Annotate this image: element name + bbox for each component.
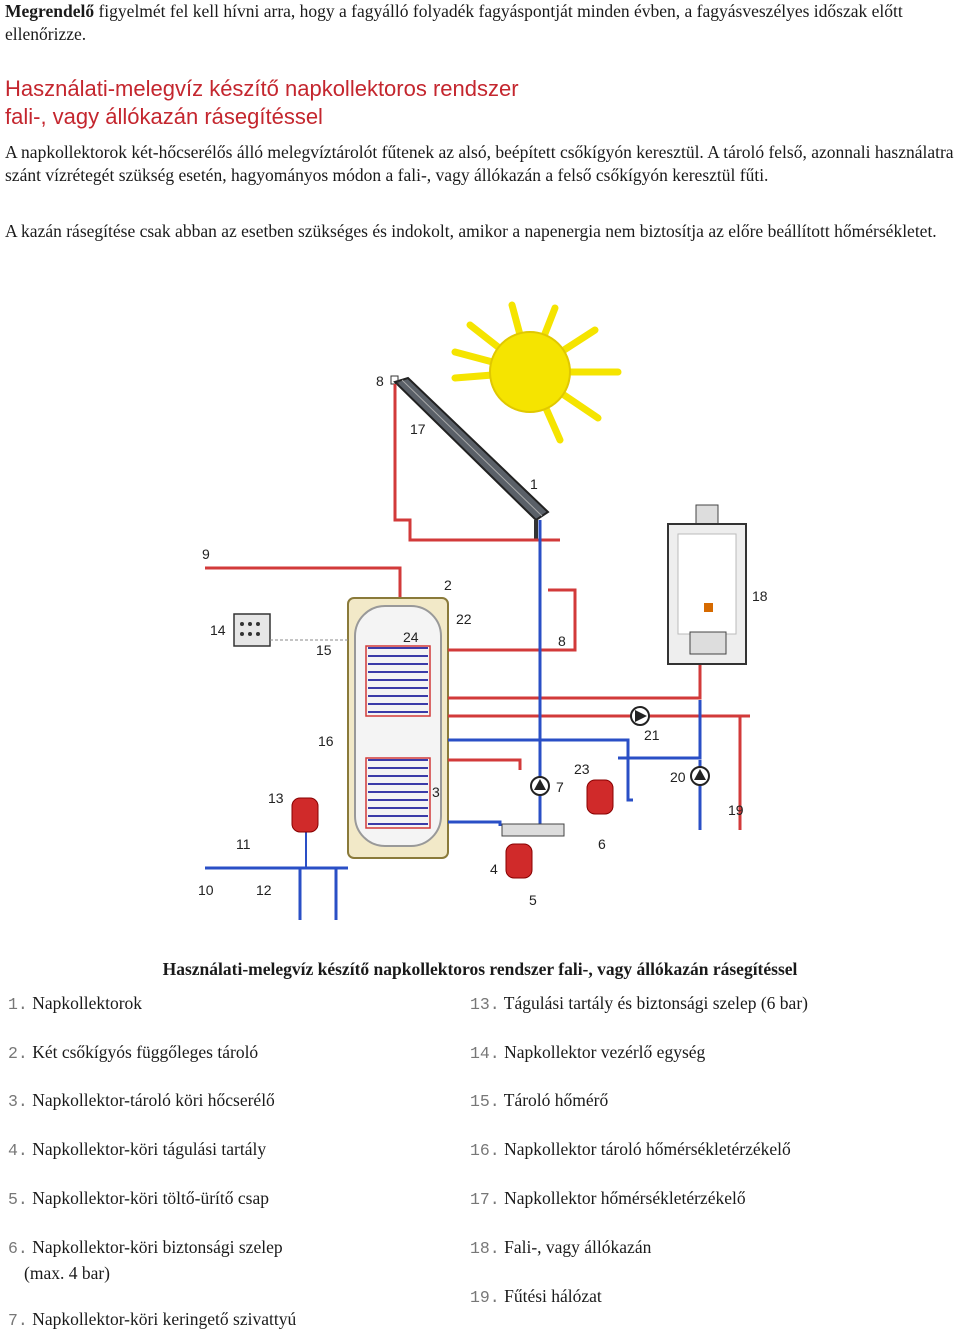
legend-text: Napkollektor-köri töltő-ürítő csap bbox=[27, 1188, 270, 1208]
legend-text-continued: (max. 4 bar) bbox=[24, 1263, 111, 1283]
label-5: 5 bbox=[529, 892, 537, 908]
storage-tank bbox=[347, 597, 449, 859]
intro-paragraph: Megrendelő figyelmét fel kell hívni arra… bbox=[5, 0, 957, 46]
description-paragraph-1: A napkollektorok két-hőcserélős álló mel… bbox=[5, 142, 954, 185]
label-10: 10 bbox=[198, 882, 214, 898]
expansion-vessel-23 bbox=[586, 779, 614, 815]
diagram-caption: Használati-melegvíz készítő napkollektor… bbox=[162, 959, 798, 979]
legend-item: 6. Napkollektor-köri biztonsági szelep (m… bbox=[8, 1235, 448, 1286]
boiler-icon bbox=[667, 504, 747, 665]
sun-icon bbox=[451, 301, 622, 444]
legend-number: 3. bbox=[8, 1092, 28, 1111]
legend-item: 18. Fali-, vagy állókazán bbox=[470, 1235, 950, 1261]
label-15: 15 bbox=[316, 642, 332, 658]
label-7: 7 bbox=[556, 779, 564, 795]
legend-text: Napkollektorok bbox=[27, 993, 143, 1013]
intro-bold: Megrendelő bbox=[5, 1, 95, 21]
legend-number: 16. bbox=[470, 1141, 500, 1160]
legend-number: 18. bbox=[470, 1239, 500, 1258]
label-3: 3 bbox=[432, 784, 440, 800]
system-diagram: 8 17 1 9 2 18 22 14 24 8 15 21 16 23 20 … bbox=[198, 301, 768, 920]
label-12: 12 bbox=[256, 882, 272, 898]
heading-line2: fali-, vagy állókazán rásegítéssel bbox=[5, 104, 323, 129]
legend-number: 6. bbox=[8, 1239, 28, 1258]
legend-item: 14. Napkollektor vezérlő egység bbox=[470, 1040, 950, 1066]
legend-item: 13. Tágulási tartály és biztonsági szele… bbox=[470, 991, 950, 1017]
label-8b: 8 bbox=[558, 633, 566, 649]
label-14: 14 bbox=[210, 622, 226, 638]
legend-number: 1. bbox=[8, 995, 28, 1014]
legend-item: 5. Napkollektor-köri töltő-ürítő csap bbox=[8, 1186, 448, 1212]
label-17: 17 bbox=[410, 421, 426, 437]
label-18: 18 bbox=[752, 588, 768, 604]
label-19: 19 bbox=[728, 802, 744, 818]
legend-number: 19. bbox=[470, 1288, 500, 1307]
expansion-vessel-13 bbox=[291, 797, 319, 833]
legend-text: Tágulási tartály és biztonsági szelep (6… bbox=[499, 993, 808, 1013]
legend-number: 2. bbox=[8, 1044, 28, 1063]
legend-number: 17. bbox=[470, 1190, 500, 1209]
legend-number: 5. bbox=[8, 1190, 28, 1209]
legend-item: 17. Napkollektor hőmérsékletérzékelő bbox=[470, 1186, 950, 1212]
legend-item: 3. Napkollektor-tároló köri hőcserélő bbox=[8, 1088, 448, 1114]
legend-number: 15. bbox=[470, 1092, 500, 1111]
label-23: 23 bbox=[574, 761, 590, 777]
legend-item: 15. Tároló hőmérő bbox=[470, 1088, 950, 1114]
pump-icon bbox=[530, 776, 550, 796]
controller-icon bbox=[233, 613, 271, 647]
label-20: 20 bbox=[670, 769, 686, 785]
section-heading: Használati-melegvíz készítő napkollektor… bbox=[5, 75, 905, 131]
legend-number: 13. bbox=[470, 995, 500, 1014]
legend-text: Napkollektor vezérlő egység bbox=[499, 1042, 706, 1062]
legend-item: 19. Fűtési hálózat bbox=[470, 1284, 950, 1310]
heading-line1: Használati-melegvíz készítő napkollektor… bbox=[5, 76, 519, 101]
label-13: 13 bbox=[268, 790, 284, 806]
legend-item: 7. Napkollektor-köri keringető szivattyú bbox=[8, 1307, 448, 1333]
legend-item: 4. Napkollektor-köri tágulási tartály bbox=[8, 1137, 448, 1163]
legend-text: Napkollektor-köri keringető szivattyú bbox=[27, 1309, 297, 1329]
label-24: 24 bbox=[403, 629, 419, 645]
solar-collector bbox=[393, 376, 550, 540]
legend-item: 2. Két csőkígyós függőleges tároló bbox=[8, 1040, 448, 1066]
pump-icon bbox=[630, 706, 650, 726]
expansion-vessel-4 bbox=[505, 843, 533, 879]
legend-text: Napkollektor hőmérsékletérzékelő bbox=[499, 1188, 746, 1208]
legend-text: Napkollektor-köri tágulási tartály bbox=[27, 1139, 267, 1159]
description-paragraph-2: A kazán rásegítése csak abban az esetben… bbox=[5, 221, 937, 241]
label-6: 6 bbox=[598, 836, 606, 852]
label-21: 21 bbox=[644, 727, 660, 743]
legend-text: Két csőkígyós függőleges tároló bbox=[27, 1042, 259, 1062]
legend-number: 4. bbox=[8, 1141, 28, 1160]
legend-item: 16. Napkollektor tároló hőmérsékletérzék… bbox=[470, 1137, 950, 1163]
legend-text: Fűtési hálózat bbox=[499, 1286, 602, 1306]
label-2: 2 bbox=[444, 577, 452, 593]
label-11: 11 bbox=[236, 836, 251, 852]
legend-item: 1. Napkollektorok bbox=[8, 991, 448, 1017]
legend-text: Fali-, vagy állókazán bbox=[499, 1237, 652, 1257]
legend-text: Tároló hőmérő bbox=[499, 1090, 609, 1110]
legend-text: Napkollektor-tároló köri hőcserélő bbox=[27, 1090, 275, 1110]
label-22: 22 bbox=[456, 611, 472, 627]
label-16: 16 bbox=[318, 733, 334, 749]
label-1: 1 bbox=[530, 476, 538, 492]
legend-number: 14. bbox=[470, 1044, 500, 1063]
label-9: 9 bbox=[202, 546, 210, 562]
legend-text: Napkollektor tároló hőmérsékletérzékelő bbox=[499, 1139, 791, 1159]
label-8a: 8 bbox=[376, 373, 384, 389]
label-4: 4 bbox=[490, 861, 498, 877]
legend-text: Napkollektor-köri biztonsági szelep bbox=[27, 1237, 283, 1257]
legend-number: 7. bbox=[8, 1311, 28, 1330]
pump-icon bbox=[690, 766, 710, 786]
intro-text: figyelmét fel kell hívni arra, hogy a fa… bbox=[5, 1, 903, 44]
